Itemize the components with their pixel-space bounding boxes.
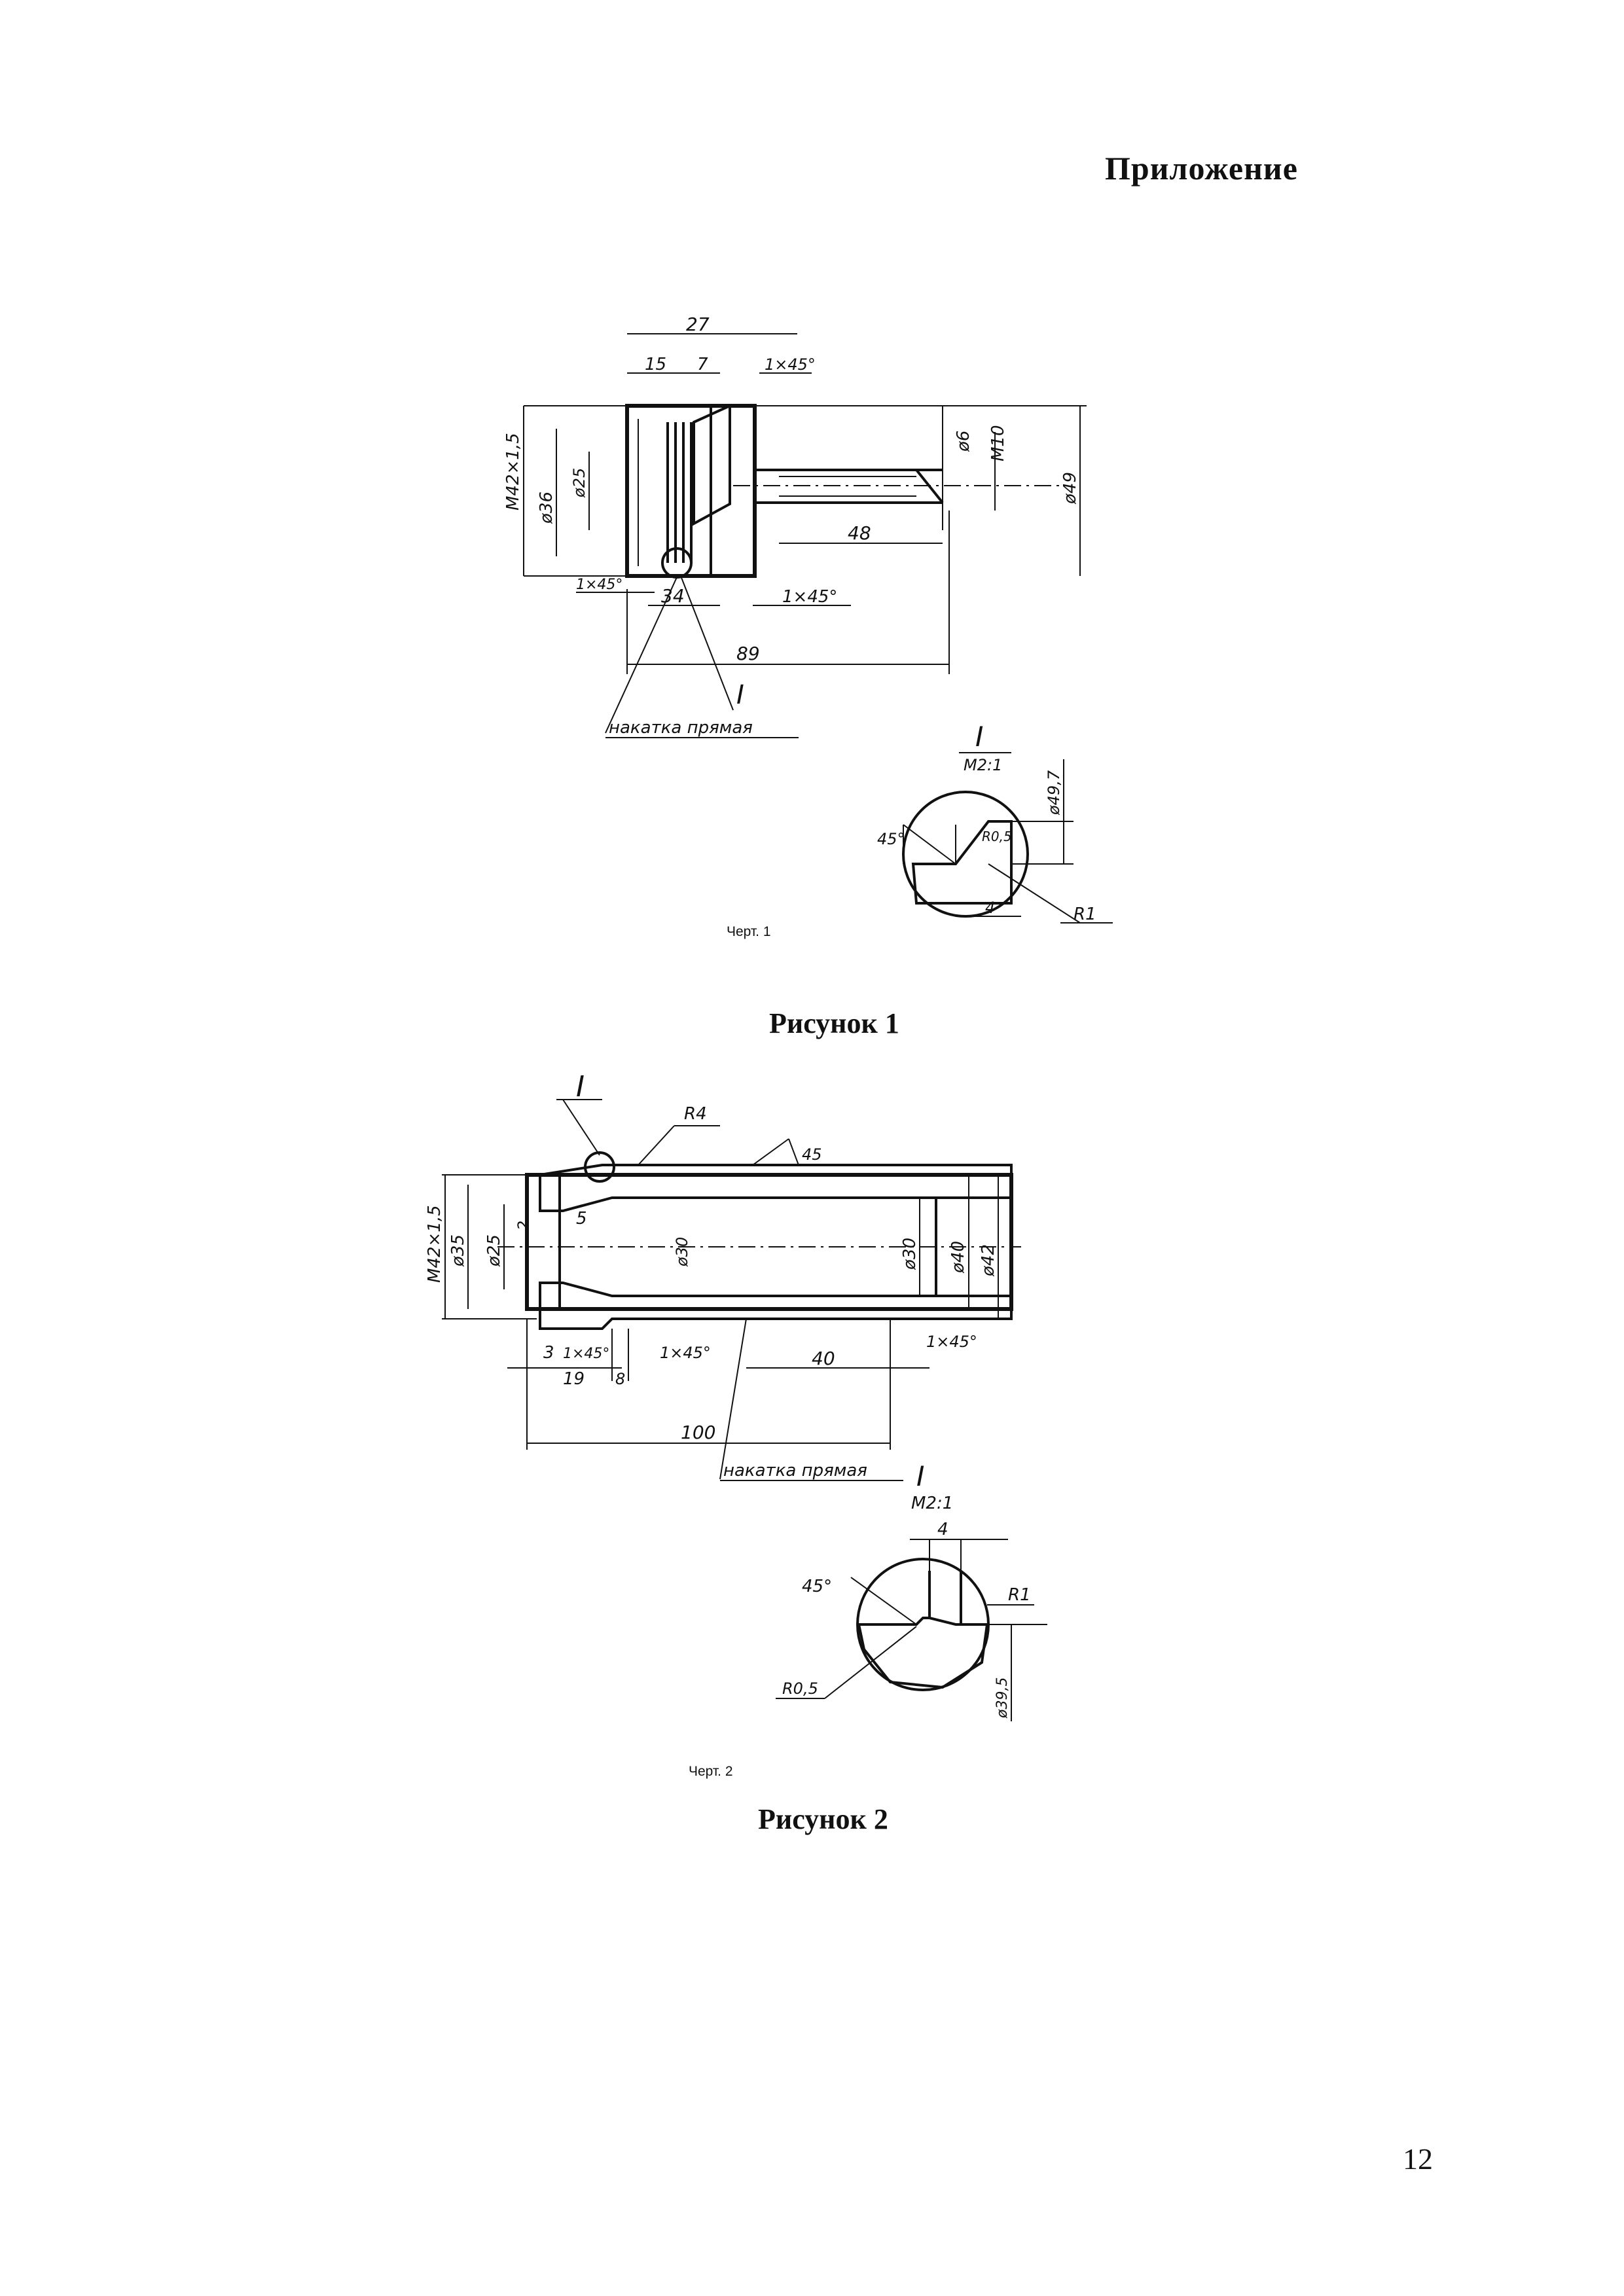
fig2-dia-25: ø25 <box>484 1234 504 1267</box>
fig2-dia-30: ø30 <box>900 1238 920 1270</box>
fig2-dim-100: 100 <box>681 1422 715 1443</box>
fig2-detail-scale: M2:1 <box>911 1494 953 1513</box>
fig1-detail-width: 4 <box>985 899 995 917</box>
fig2-chamfer-b: 1×45° <box>660 1344 711 1362</box>
fig1-detail-ref: I <box>736 680 744 710</box>
fig2-detail-r-small: R0,5 <box>782 1679 818 1698</box>
fig1-thread-m42: M42×1,5 <box>503 433 523 511</box>
fig2-detail-phi: ø39,5 <box>994 1677 1011 1719</box>
fig1-dim-34: 34 <box>661 585 685 607</box>
fig1-dia-49: ø49 <box>1060 472 1080 505</box>
fig2-chamfer-a: 1×45° <box>563 1346 609 1362</box>
fig2-detail-title: I <box>916 1460 924 1492</box>
fig2-knurl-note: накатка прямая <box>723 1461 867 1480</box>
fig1-dia-25: ø25 <box>570 468 588 498</box>
fig2-dia-30-mid: ø30 <box>673 1237 691 1267</box>
fig1-chamfer-left: 1×45° <box>576 577 623 593</box>
fig1-knurl-note: накатка прямая <box>609 718 753 738</box>
fig2-detail-r-large: R1 <box>1008 1585 1031 1605</box>
fig2-dia-40: ø40 <box>948 1241 968 1274</box>
fig1-detail-phi: ø49,7 <box>1045 770 1063 816</box>
fig1-dim-48: 48 <box>848 522 871 544</box>
fig1-dim-7: 7 <box>697 355 708 374</box>
fig2-chamfer-c: 1×45° <box>926 1333 977 1351</box>
fig1-dia-6: ø6 <box>954 431 973 452</box>
fig2-detail-angle: 45° <box>802 1577 832 1596</box>
fig1-detail-r-small: R0,5 <box>982 829 1012 844</box>
fig1-thread-m10: M10 <box>988 425 1008 461</box>
fig2-detail-width: 4 <box>937 1520 948 1539</box>
page-heading: Приложение <box>1105 150 1298 187</box>
fig2-detail-ref: I <box>576 1070 585 1103</box>
figure-1-sheet-label: Черт. 1 <box>727 924 771 939</box>
fig2-detail-marker <box>584 1151 615 1183</box>
fig2-angle-45: 45 <box>802 1145 822 1164</box>
fig1-detail-scale: M2:1 <box>964 756 1002 774</box>
fig2-dim-2: 2 <box>514 1221 533 1230</box>
fig1-dim-15: 15 <box>645 355 666 374</box>
fig1-dim-89: 89 <box>736 643 760 664</box>
fig1-section-hatch <box>693 403 731 526</box>
fig1-dim-27: 27 <box>686 314 710 335</box>
fig2-dia-42: ø42 <box>979 1244 998 1277</box>
fig2-thread-m42: M42×1,5 <box>425 1205 444 1283</box>
fig1-detail-view <box>902 752 1113 924</box>
figure-2-sheet-label: Черт. 2 <box>689 1764 733 1779</box>
fig1-detail-angle: 45° <box>877 830 905 848</box>
fig1-detail-r-large: R1 <box>1074 905 1096 924</box>
page-number: 12 <box>1403 2142 1433 2176</box>
figure-1-caption: Рисунок 1 <box>769 1007 899 1039</box>
fig1-detail-title: I <box>975 721 983 753</box>
fig2-dia-35: ø35 <box>448 1234 468 1267</box>
fig1-chamfer-mid: 1×45° <box>782 587 837 607</box>
fig2-dim-5: 5 <box>576 1209 587 1229</box>
fig2-radius-r4: R4 <box>684 1104 707 1124</box>
fig1-flange <box>710 404 756 577</box>
fig2-dim-19: 19 <box>563 1369 585 1389</box>
fig2-tube-outline <box>525 1173 1013 1311</box>
fig2-dim-8: 8 <box>615 1370 625 1388</box>
figure-1-drawing <box>523 333 1087 738</box>
fig1-chamfer-top: 1×45° <box>765 355 816 374</box>
figure-2-drawing <box>442 1099 1021 1481</box>
fig2-dim-3: 3 <box>543 1343 554 1363</box>
figure-2-caption: Рисунок 2 <box>758 1803 888 1835</box>
fig1-dia-36: ø36 <box>537 492 556 524</box>
fig2-detail-view <box>776 1539 1047 1721</box>
fig2-dim-40: 40 <box>812 1348 835 1369</box>
